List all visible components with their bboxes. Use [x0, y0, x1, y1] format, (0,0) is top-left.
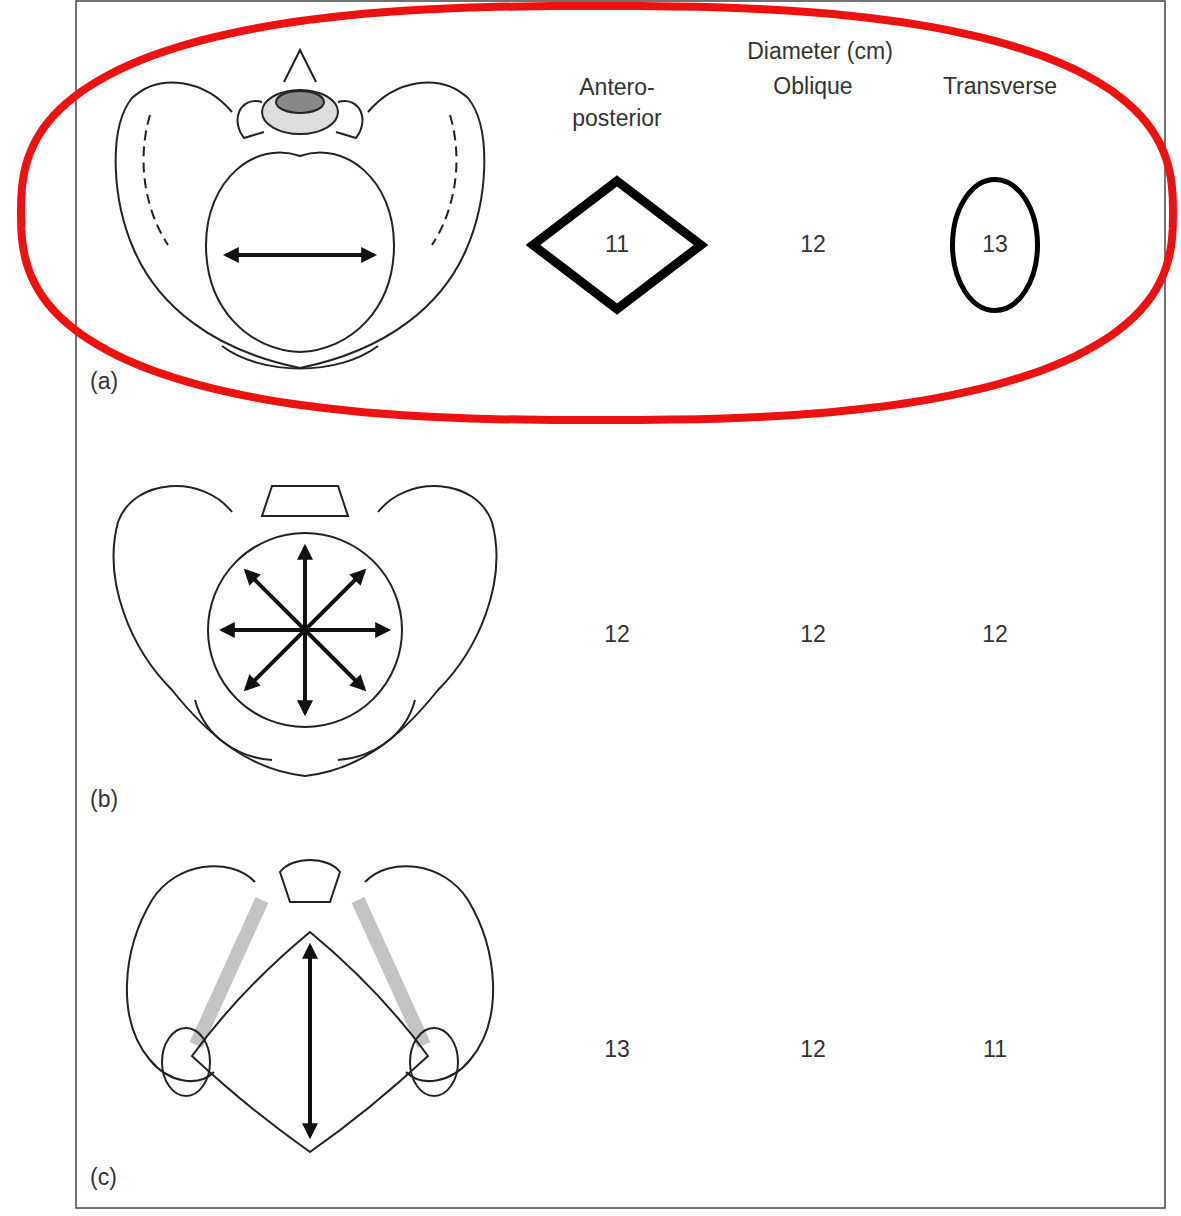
pelvic-cavity	[208, 533, 402, 727]
pelvic-outlet	[192, 932, 428, 1152]
diameter-arrow	[308, 946, 312, 1136]
ischial-spine	[338, 700, 415, 760]
column-heading: Antero- posterior	[561, 72, 673, 134]
spinous-process	[284, 50, 316, 82]
pubic-rim	[222, 346, 378, 369]
sacrotuberous-ligament	[358, 900, 424, 1045]
highlight-diamond: 11	[522, 170, 712, 320]
column-heading: Oblique	[773, 71, 852, 102]
highlight-ellipse-outline	[16, 1, 1178, 425]
pelvis-inlet-view	[116, 50, 485, 369]
ischial-tuberosity	[410, 1028, 458, 1096]
pelvic-inlet	[206, 152, 394, 352]
diameter-value: 12	[982, 619, 1008, 650]
diameter-value: 13	[982, 229, 1008, 260]
iliac-fossa	[432, 115, 456, 245]
pelvis-midcavity-view	[114, 486, 497, 776]
vertebral-body	[276, 91, 324, 113]
iliac-fossa	[144, 115, 168, 245]
sacral-ala	[336, 101, 362, 138]
diameter-arrow	[246, 571, 364, 689]
diameter-value: 12	[800, 229, 826, 260]
ischial-spine	[195, 700, 272, 760]
highlight-circle: 13	[949, 176, 1041, 314]
iliac-wings	[116, 82, 485, 368]
diameter-value: 12	[800, 1034, 826, 1065]
column-heading: Transverse	[943, 71, 1057, 102]
sacrum	[262, 486, 348, 516]
circle-outline	[953, 180, 1038, 311]
panel-letter: (a)	[90, 366, 118, 397]
highlight-ellipse: Diameter (cm) Antero- posterior Oblique Tra…	[16, 1, 1178, 425]
vertebral-body	[262, 90, 338, 134]
sacrotuberous-ligament	[196, 900, 262, 1045]
sacral-ala	[238, 101, 264, 138]
figure-frame	[76, 1, 1165, 1208]
ischial-tuberosity	[162, 1028, 210, 1096]
sacrum	[280, 860, 340, 902]
diameter-value: 12	[800, 619, 826, 650]
panel-letter: (c)	[90, 1162, 117, 1193]
diameter-value: 12	[604, 619, 630, 650]
diameter-arrow	[246, 571, 364, 689]
pelvic-bones	[114, 486, 497, 776]
diameter-value: 11	[605, 229, 629, 260]
diameter-value: 13	[604, 1034, 630, 1065]
diameter-value: 11	[983, 1034, 1007, 1065]
diameter-arrow	[226, 253, 374, 257]
axis-title: Diameter (cm)	[747, 36, 893, 67]
panel-letter: (b)	[90, 784, 118, 815]
ellipse-outline	[21, 6, 1173, 420]
diamond-outline	[533, 181, 701, 309]
pelvis-outlet-view	[127, 860, 493, 1152]
